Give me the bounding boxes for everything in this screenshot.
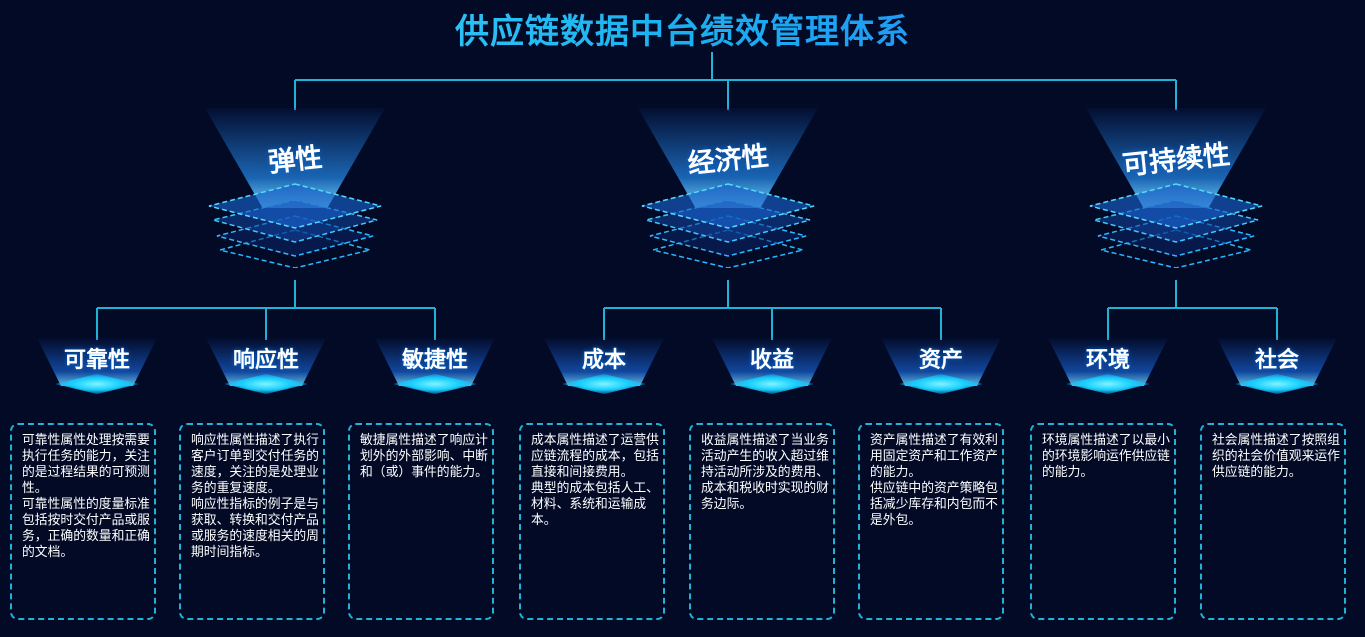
glow-platform-icon — [224, 374, 308, 394]
category-node-sustainability: 可持续性 — [1086, 108, 1266, 268]
attribute-node-profit: 收益 — [712, 338, 832, 396]
glow-platform-icon — [1066, 374, 1150, 394]
description-card-environment: 环境属性描述了以最小的环境影响运作供应链的能力。 — [1030, 423, 1176, 620]
attribute-label: 资产 — [918, 348, 963, 373]
attribute-node-cost: 成本 — [544, 338, 664, 396]
category-node-resilience: 弹性 — [205, 108, 385, 268]
description-card-social: 社会属性描述了按照组织的社会价值观来运作供应链的能力。 — [1200, 423, 1346, 620]
attribute-node-environment: 环境 — [1048, 338, 1168, 396]
page-title: 供应链数据中台绩效管理体系 — [0, 4, 1365, 52]
attribute-node-assets: 资产 — [881, 338, 1001, 396]
description-card-responsiveness: 响应性属性描述了执行客户订单到交付任务的速度，关注的是处理业务的重复速度。 响应… — [179, 423, 325, 620]
category-node-economy: 经济性 — [638, 108, 818, 268]
attribute-node-responsiveness: 响应性 — [206, 338, 326, 396]
attribute-label: 响应性 — [232, 348, 299, 373]
layered-platform-icon — [641, 183, 815, 268]
glow-platform-icon — [730, 374, 814, 394]
description-card-agility: 敏捷属性描述了响应计划外的外部影响、中断和（或）事件的能力。 — [348, 423, 494, 620]
attribute-node-agility: 敏捷性 — [375, 338, 495, 396]
glow-platform-icon — [55, 374, 139, 394]
glow-platform-icon — [899, 374, 983, 394]
glow-platform-icon — [1235, 374, 1319, 394]
attribute-node-social: 社会 — [1217, 338, 1337, 396]
attribute-label: 可靠性 — [63, 348, 130, 373]
attribute-node-reliability: 可靠性 — [37, 338, 157, 396]
attribute-label: 社会 — [1254, 348, 1299, 373]
glow-platform-icon — [393, 374, 477, 394]
description-card-assets: 资产属性描述了有效利用固定资产和工作资产的能力。 供应链中的资产策略包括减少库存… — [858, 423, 1004, 620]
description-card-reliability: 可靠性属性处理按需要执行任务的能力，关注的是过程结果的可预测性。 可靠性属性的度… — [10, 423, 156, 620]
layered-platform-icon — [208, 183, 382, 268]
description-card-profit: 收益属性描述了当业务活动产生的收入超过维持活动所涉及的费用、成本和税收时实现的财… — [689, 423, 835, 620]
attribute-label: 环境 — [1085, 348, 1130, 373]
description-card-cost: 成本属性描述了运营供应链流程的成本，包括直接和间接费用。 典型的成本包括人工、材… — [519, 423, 665, 620]
layered-platform-icon — [1089, 183, 1263, 268]
attribute-label: 收益 — [749, 348, 794, 373]
attribute-label: 敏捷性 — [401, 348, 468, 373]
attribute-label: 成本 — [581, 348, 626, 373]
glow-platform-icon — [562, 374, 646, 394]
